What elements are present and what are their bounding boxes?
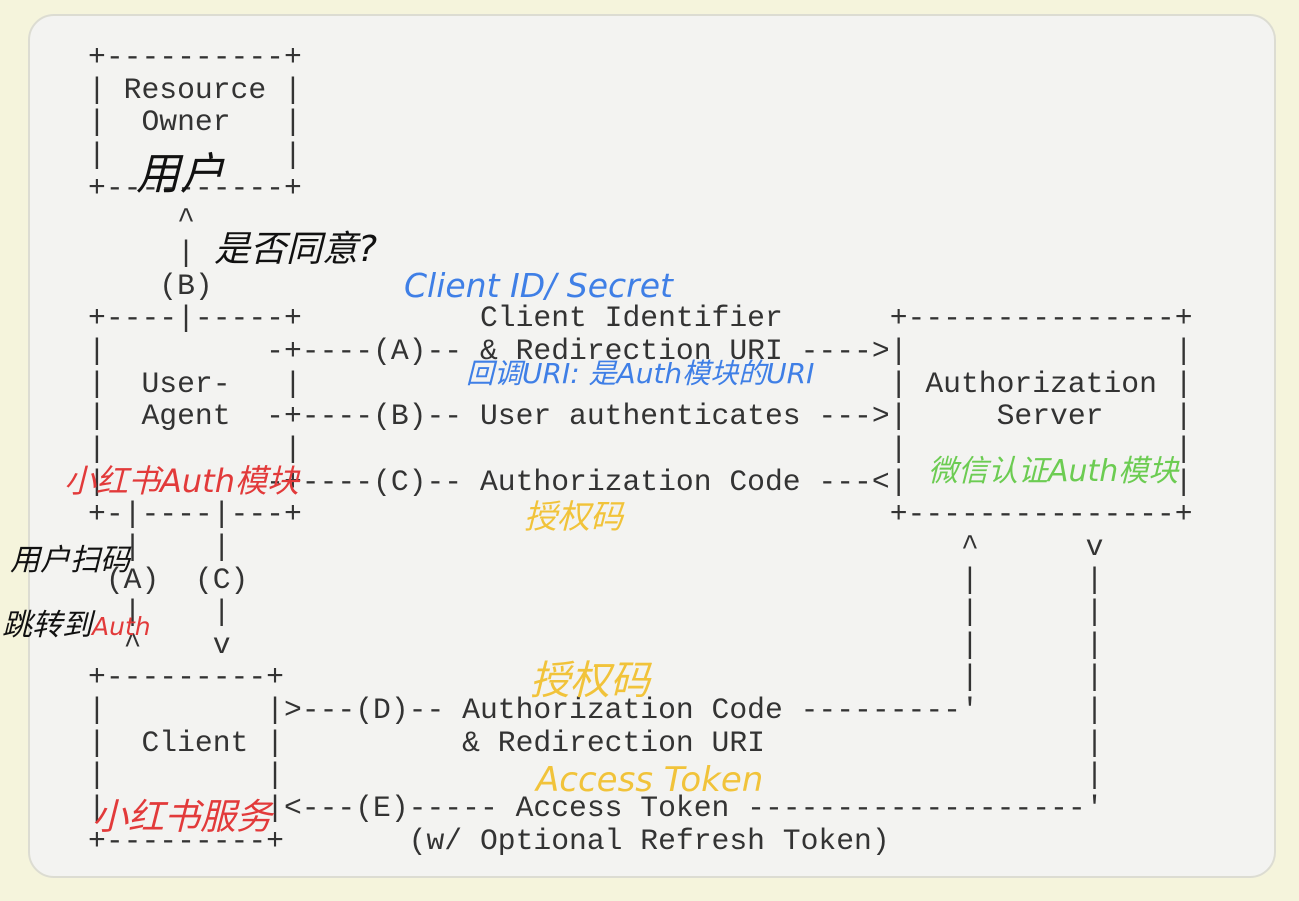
- diagram-line-11: | User- | | Authorization |: [88, 366, 1193, 401]
- diagram-line-17: (A) (C) | |: [88, 562, 1104, 597]
- diagram-line-5: +----------+: [88, 170, 302, 205]
- annotation-xhs-auth-module: 小红书Auth模块: [64, 462, 300, 500]
- annotation-auth-code-2: 授权码: [530, 658, 650, 704]
- annotation-redirect-uri: 回调URI: 是Auth模块的URI: [466, 357, 815, 390]
- diagram-line-1: +----------+: [88, 40, 302, 74]
- diagram-line-23: | | |: [88, 758, 1104, 793]
- diagram-line-25: +---------+ (w/ Optional Refresh Token): [88, 823, 890, 858]
- annotation-jump-to: 跳转到Auth: [2, 600, 151, 644]
- diagram-line-8: (B): [88, 268, 213, 303]
- diagram-line-14: | -+----(C)-- Authorization Code ---<| |: [88, 464, 1193, 499]
- diagram-line-24: | |<---(E)----- Access Token -----------…: [88, 791, 1104, 826]
- diagram-line-20: +---------+ | |: [88, 660, 1104, 695]
- diagram-line-19: ^ v | |: [88, 627, 1104, 662]
- diagram-line-13: | | | |: [88, 431, 1193, 466]
- annotation-wechat-auth-module: 微信认证Auth模块: [928, 454, 1179, 489]
- annotation-jump-to-text: 跳转到: [2, 608, 92, 643]
- diagram-line-12: | Agent -+----(B)-- User authenticates -…: [88, 399, 1193, 434]
- oauth-flow-ascii-diagram: +----------+| Resource || Owner || |+---…: [88, 41, 1193, 857]
- diagram-line-9: +----|-----+ Client Identifier +--------…: [88, 301, 1193, 336]
- diagram-line-4: | |: [88, 137, 302, 172]
- annotation-resource-owner: 用户: [136, 149, 224, 200]
- diagram-line-21: | |>---(D)-- Authorization Code --------…: [88, 693, 1104, 728]
- diagram-line-10: | -+----(A)-- & Redirection URI ---->| |: [88, 333, 1193, 368]
- annotation-access-token: Access Token: [536, 760, 764, 800]
- diagram-card: [28, 14, 1276, 878]
- annotation-scan-code: 用户扫码: [10, 543, 130, 578]
- diagram-line-3: | Owner |: [88, 105, 302, 140]
- diagram-line-18: | | | |: [88, 595, 1104, 630]
- annotation-jump-auth: Auth: [92, 612, 151, 641]
- diagram-line-6: ^: [88, 203, 195, 238]
- diagram-line-22: | Client | & Redirection URI |: [88, 725, 1104, 760]
- annotation-auth-code-1: 授权码: [524, 497, 623, 536]
- diagram-line-16: | | ^ v: [88, 529, 1104, 564]
- annotation-xhs-service: 小红书服务: [92, 797, 273, 838]
- annotation-consent: 是否同意?: [214, 229, 378, 270]
- diagram-line-2: | Resource |: [88, 72, 302, 107]
- diagram-line-7: |: [88, 235, 195, 270]
- annotation-client-id: Client ID/ Secret: [404, 266, 673, 305]
- diagram-line-15: +-|----|---+ +---------------+: [88, 497, 1193, 532]
